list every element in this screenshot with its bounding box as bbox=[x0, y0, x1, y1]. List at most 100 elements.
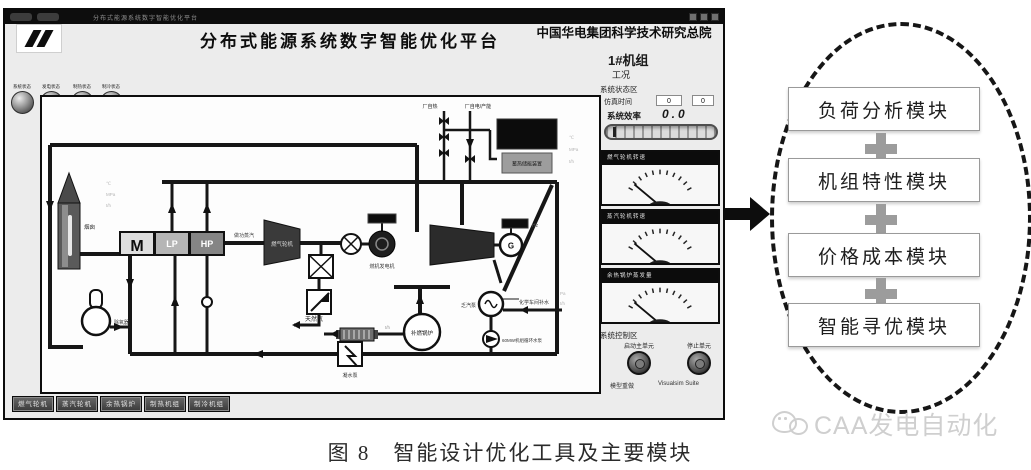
sim-time-step[interactable]: 0 bbox=[692, 95, 714, 106]
plus-icon bbox=[865, 133, 897, 165]
deaerator-neck bbox=[89, 289, 103, 309]
led-label: 发电状态 bbox=[42, 84, 60, 89]
minimize-icon[interactable] bbox=[689, 13, 697, 21]
module-unit-character: 机组特性模块 bbox=[788, 158, 980, 202]
efficiency-value: 0.0 bbox=[662, 107, 688, 121]
module-smart-optimize: 智能寻优模块 bbox=[788, 303, 980, 347]
stop-knob[interactable] bbox=[687, 351, 711, 375]
efficiency-label: 系统效率 bbox=[607, 111, 642, 121]
status-led bbox=[11, 91, 34, 114]
unit-label: ℃ bbox=[106, 181, 111, 186]
flow-unit-label: t/h bbox=[385, 325, 391, 330]
led-label: 系统状态 bbox=[13, 84, 31, 89]
nav-button-heating-unit[interactable]: 制热机组 bbox=[144, 396, 186, 412]
unit-label: t/h bbox=[569, 159, 575, 164]
stop-knob-label: 停止单元 bbox=[686, 344, 711, 350]
finned-heater-symbol bbox=[336, 327, 378, 342]
gauge-steam-turbine: 蒸汽轮机转速 bbox=[600, 209, 720, 265]
gas-turbine-symbol bbox=[263, 219, 301, 266]
nav-button-hrsg[interactable]: 余热锅炉 bbox=[100, 396, 142, 412]
unit-label: Pa bbox=[560, 291, 566, 296]
sim-brand-label: Visualsim Suite bbox=[658, 381, 699, 387]
gauge-title: 余热锅炉蒸发量 bbox=[602, 270, 718, 283]
maximize-icon[interactable] bbox=[700, 13, 708, 21]
hp-label: HP bbox=[201, 239, 214, 249]
close-icon[interactable] bbox=[711, 13, 719, 21]
sim-time-label: 仿真时间 bbox=[604, 99, 632, 106]
watermark-text: CAA发电自动化 bbox=[814, 412, 999, 440]
work-steam-label: 做功蒸汽 bbox=[234, 232, 254, 239]
hp-turbine-block bbox=[189, 231, 225, 256]
nav-button-cooling-unit[interactable]: 制冷机组 bbox=[188, 396, 230, 412]
titlebar-chip bbox=[37, 13, 59, 21]
led-label: 制冷状态 bbox=[102, 84, 120, 89]
hz-unit-label: Hz bbox=[532, 223, 539, 229]
aux-boiler-symbol bbox=[402, 312, 442, 352]
titlebar-chip bbox=[10, 13, 32, 21]
gas-turbine-label: 燃气轮机 bbox=[271, 240, 294, 248]
digital-display bbox=[367, 213, 397, 224]
company-logo bbox=[16, 24, 62, 53]
vacuum-pump-label: 乏汽泵 bbox=[461, 302, 476, 309]
gauge-gas-turbine: 燃气轮机转速 bbox=[600, 150, 720, 206]
deaerator-label: 除氧器 bbox=[114, 319, 129, 326]
module-load-analysis: 负荷分析模块 bbox=[788, 87, 980, 131]
gauge-dial bbox=[602, 283, 718, 322]
deaerator-symbol bbox=[80, 305, 112, 337]
plus-icon bbox=[865, 204, 897, 236]
condensate-pump-symbol bbox=[337, 341, 363, 367]
control-section-label: 系统控制区 bbox=[600, 331, 638, 340]
makeup-water-label: 化学车间补水 bbox=[519, 299, 549, 306]
stack-label: 烟囱 bbox=[84, 223, 95, 231]
slider-needle[interactable] bbox=[613, 127, 616, 137]
unit-label: t/h bbox=[106, 203, 112, 208]
gauge-dial bbox=[602, 224, 718, 263]
unit-label: MPa bbox=[106, 192, 116, 197]
plant-power-label: 厂自电/产能 bbox=[465, 103, 491, 110]
nav-button-steam-turbine[interactable]: 蒸汽轮机 bbox=[56, 396, 98, 412]
storage-tank-dark bbox=[496, 118, 558, 150]
start-knob-label: 启动主单元 bbox=[623, 344, 654, 350]
plus-icon bbox=[865, 278, 897, 310]
steam-turbine-symbol bbox=[429, 224, 495, 266]
gauge-title: 燃气轮机转速 bbox=[602, 152, 718, 165]
process-flow-diagram: 烟囱 M LP HP 做功蒸汽 燃气轮机 燃机发电机 bbox=[40, 95, 601, 394]
unit-label: MPa bbox=[569, 147, 579, 152]
condensate-pump-label: 凝水泵 bbox=[342, 372, 357, 379]
start-knob[interactable] bbox=[627, 351, 651, 375]
natural-gas-label: 天然气 bbox=[305, 315, 323, 323]
storage-label: 蓄热储能装置 bbox=[512, 161, 542, 168]
digital-display bbox=[501, 218, 529, 229]
flow-arrow bbox=[46, 139, 528, 358]
gauge-dial bbox=[602, 165, 718, 204]
led-label: 制热状态 bbox=[73, 84, 91, 89]
lp-label: LP bbox=[166, 239, 178, 249]
wechat-icon bbox=[772, 409, 808, 439]
gauge-hrsg: 余热锅炉蒸发量 bbox=[600, 268, 720, 324]
plant-heat-label: 厂自热 bbox=[422, 103, 437, 110]
status-section-label: 系统状态区 bbox=[600, 85, 638, 94]
sim-time-value[interactable]: 0 bbox=[656, 95, 682, 106]
generator-symbol bbox=[368, 230, 396, 258]
model-redo-label: 模型重做 bbox=[610, 384, 635, 390]
figure-caption: 图 8 智能设计优化工具及主要模块 bbox=[327, 441, 693, 465]
circ-pump-label: 60MW机组循环水泵 bbox=[502, 337, 543, 344]
valve-symbol bbox=[439, 117, 475, 163]
window-titlebar: 分布式能源系统数字智能优化平台 bbox=[5, 10, 723, 24]
gauge-title: 蒸汽轮机转速 bbox=[602, 211, 718, 224]
module-price-cost: 价格成本模块 bbox=[788, 233, 980, 277]
valve-symbol bbox=[201, 296, 213, 308]
window-title: 分布式能源系统数字智能优化平台 bbox=[93, 15, 199, 22]
nav-button-gas-turbine[interactable]: 燃气轮机 bbox=[12, 396, 54, 412]
storage-tank-gray bbox=[501, 152, 553, 174]
unit-label: t/h bbox=[560, 301, 566, 306]
organization-title: 中国华电集团科学技术研究总院 bbox=[536, 26, 712, 40]
hrsg-m-label: M bbox=[130, 238, 143, 255]
arrow-icon bbox=[724, 197, 772, 231]
efficiency-slider[interactable] bbox=[604, 124, 718, 140]
modules-ellipse bbox=[770, 22, 1031, 414]
stack-symbol bbox=[57, 171, 81, 270]
generator2-label: G bbox=[508, 242, 514, 251]
aux-boiler-label: 补燃锅炉 bbox=[411, 329, 434, 337]
